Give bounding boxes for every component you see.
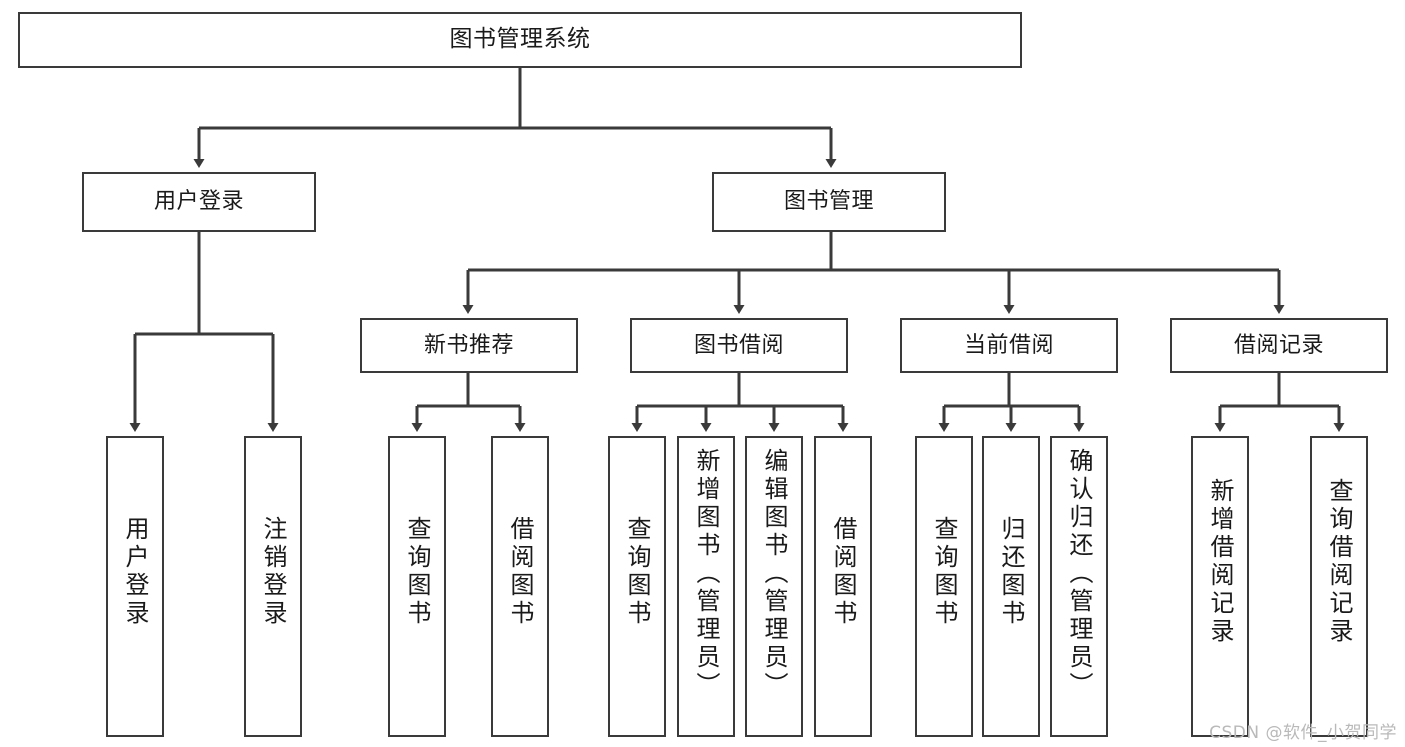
node-label: 查询借阅记录	[1325, 478, 1353, 646]
node-new-book-recommend[interactable]: 新书推荐	[360, 318, 578, 373]
node-label: 借阅图书	[506, 516, 534, 628]
node-label: 用户登录	[121, 516, 149, 628]
node-label: 新书推荐	[423, 332, 514, 358]
node-book-manage[interactable]: 图书管理	[712, 172, 946, 232]
node-leaf-logout[interactable]: 注销登录	[244, 436, 302, 737]
node-leaf-query-book-b[interactable]: 查询图书	[608, 436, 666, 737]
node-label: 用户登录	[153, 189, 244, 215]
node-leaf-add-book[interactable]: 新增图书（管理员）	[677, 436, 735, 737]
node-label: 图书管理	[783, 189, 874, 215]
node-label: 借阅记录	[1233, 332, 1324, 358]
node-leaf-query-book-a[interactable]: 查询图书	[388, 436, 446, 737]
node-label: 查询图书	[623, 516, 651, 628]
node-leaf-return-book[interactable]: 归还图书	[982, 436, 1040, 737]
csdn-watermark: CSDN @软件_小贺同学	[1209, 723, 1397, 743]
node-book-borrow[interactable]: 图书借阅	[630, 318, 848, 373]
node-leaf-query-record[interactable]: 查询借阅记录	[1310, 436, 1368, 737]
node-label: 新增图书（管理员）	[692, 448, 720, 700]
node-label: 新增借阅记录	[1206, 478, 1234, 646]
node-label: 查询图书	[930, 516, 958, 628]
node-leaf-edit-book[interactable]: 编辑图书（管理员）	[745, 436, 803, 737]
node-label: 借阅图书	[829, 516, 857, 628]
node-root-system[interactable]: 图书管理系统	[18, 12, 1022, 68]
node-leaf-query-book-c[interactable]: 查询图书	[915, 436, 973, 737]
node-label: 确认归还（管理员）	[1065, 448, 1093, 700]
node-label: 当前借阅	[963, 332, 1054, 358]
node-borrow-record[interactable]: 借阅记录	[1170, 318, 1388, 373]
node-leaf-confirm-return[interactable]: 确认归还（管理员）	[1050, 436, 1108, 737]
node-leaf-borrow-book-b[interactable]: 借阅图书	[814, 436, 872, 737]
node-current-borrow[interactable]: 当前借阅	[900, 318, 1118, 373]
node-label: 编辑图书（管理员）	[760, 448, 788, 700]
node-leaf-borrow-book-a[interactable]: 借阅图书	[491, 436, 549, 737]
node-label: 归还图书	[997, 516, 1025, 628]
node-leaf-user-login[interactable]: 用户登录	[106, 436, 164, 737]
node-label: 图书管理系统	[449, 26, 591, 53]
node-label: 注销登录	[259, 516, 287, 628]
node-label: 查询图书	[403, 516, 431, 628]
node-leaf-add-record[interactable]: 新增借阅记录	[1191, 436, 1249, 737]
node-user-login[interactable]: 用户登录	[82, 172, 316, 232]
node-label: 图书借阅	[693, 332, 784, 358]
